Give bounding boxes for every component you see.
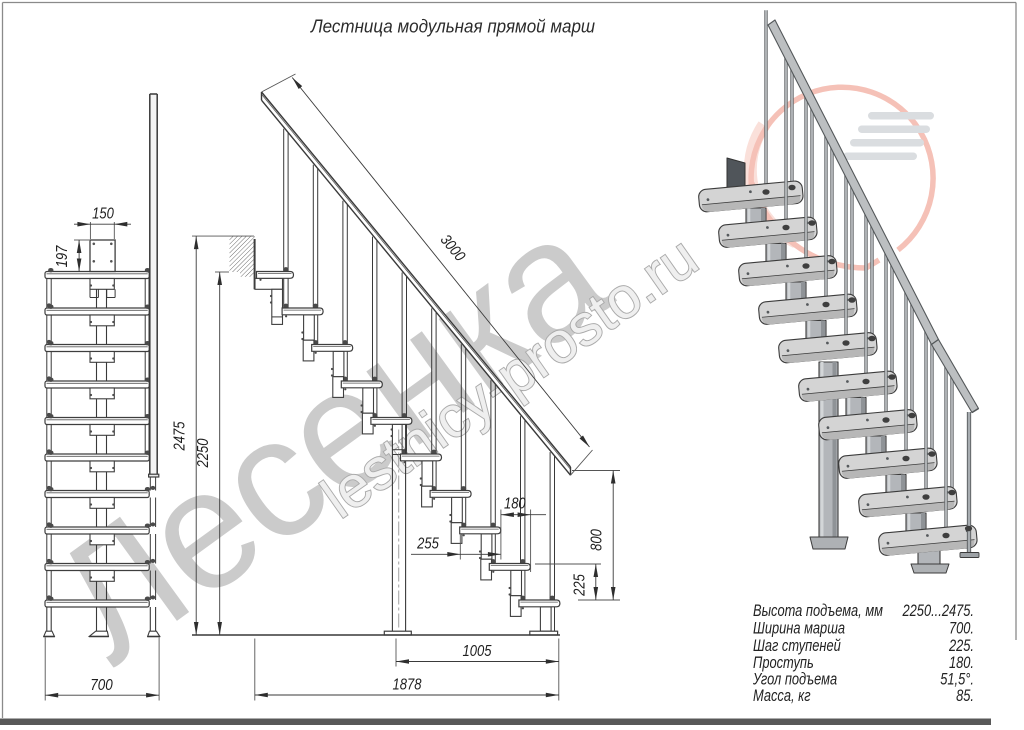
svg-text:Ширина марша: Ширина марша — [753, 620, 845, 638]
svg-text:Высота подъема, мм: Высота подъема, мм — [753, 603, 883, 621]
svg-text:51,5°.: 51,5°. — [940, 671, 974, 689]
svg-text:Угол подъема: Угол подъема — [752, 671, 837, 689]
svg-text:2250: 2250 — [195, 438, 212, 468]
svg-text:180: 180 — [504, 496, 526, 513]
svg-text:197: 197 — [54, 245, 71, 268]
svg-text:Масса, кг: Масса, кг — [753, 688, 811, 706]
svg-text:85.: 85. — [956, 688, 974, 706]
svg-text:225: 225 — [572, 574, 589, 597]
svg-text:Шаг ступеней: Шаг ступеней — [753, 638, 841, 656]
svg-text:700: 700 — [90, 677, 113, 694]
svg-text:800: 800 — [589, 529, 606, 551]
svg-text:Лестница модульная прямой марш: Лестница модульная прямой марш — [310, 16, 595, 37]
svg-text:180.: 180. — [949, 655, 974, 673]
svg-text:1005: 1005 — [463, 643, 492, 660]
svg-text:1878: 1878 — [393, 677, 422, 694]
svg-text:700.: 700. — [949, 620, 974, 638]
svg-text:2250...2475.: 2250...2475. — [902, 603, 974, 621]
svg-text:225.: 225. — [948, 638, 974, 656]
svg-text:2475: 2475 — [172, 421, 189, 451]
svg-text:150: 150 — [92, 206, 114, 223]
svg-text:255: 255 — [416, 536, 439, 553]
svg-text:Проступь: Проступь — [753, 655, 814, 673]
